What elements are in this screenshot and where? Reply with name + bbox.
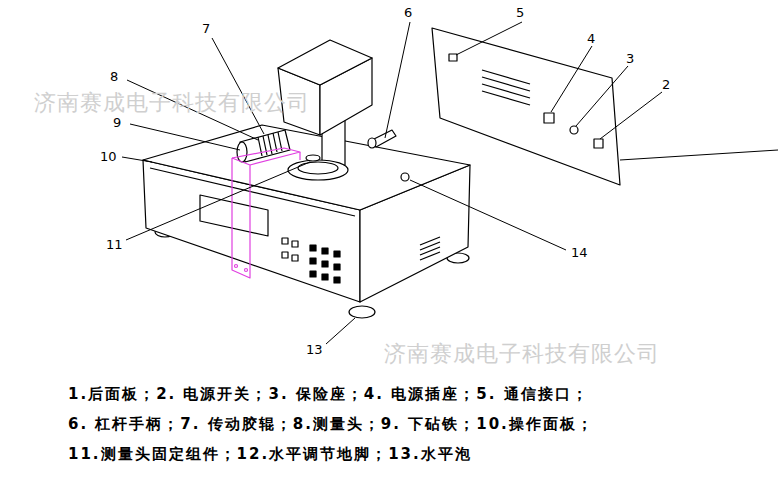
callout-number: 8 <box>110 70 118 83</box>
head-assembly <box>232 148 300 278</box>
comm-port <box>449 54 457 61</box>
watermark: 济南赛成电子科技有限公司 <box>34 92 310 114</box>
head-top <box>278 40 372 85</box>
callout-number: 10 <box>100 150 117 163</box>
callout-number: 13 <box>306 343 323 356</box>
anvil <box>288 160 348 180</box>
buttons <box>282 238 340 283</box>
callout-number: 7 <box>202 22 210 35</box>
callout-number: 5 <box>516 6 524 19</box>
base-top <box>143 125 470 210</box>
callout-number: 3 <box>626 52 634 65</box>
callout-number: 11 <box>106 238 123 251</box>
callout-number: 9 <box>113 116 121 129</box>
callout-number: 4 <box>587 32 595 45</box>
callout-number: 2 <box>662 78 670 91</box>
roller-end <box>237 142 247 162</box>
callout-number: 6 <box>404 6 412 19</box>
panel-vents <box>482 70 530 105</box>
caption-line: 1.后面板；2. 电源开关；3. 保险座；4. 电源插座；5. 通信接口； <box>68 385 589 403</box>
power-switch <box>594 139 603 148</box>
caption-line: 11.测量头固定组件；12.水平调节地脚；13.水平泡 <box>68 445 472 463</box>
back-panel <box>432 28 620 185</box>
callout-number: 14 <box>571 246 588 259</box>
power-socket <box>544 113 554 123</box>
caption-line: 6. 杠杆手柄；7. 传动胶辊；8.测量头；9. 下砧铁；10.操作面板； <box>68 415 594 433</box>
display <box>200 195 268 236</box>
foot-head <box>306 155 320 161</box>
anvil <box>298 162 338 174</box>
foot <box>349 306 375 318</box>
lever-hub <box>368 138 376 148</box>
level-bubble <box>401 173 409 181</box>
leader-lines <box>122 22 778 344</box>
watermark: 济南赛成电子科技有限公司 <box>384 343 660 365</box>
fuse <box>570 126 578 134</box>
vents <box>420 237 440 260</box>
